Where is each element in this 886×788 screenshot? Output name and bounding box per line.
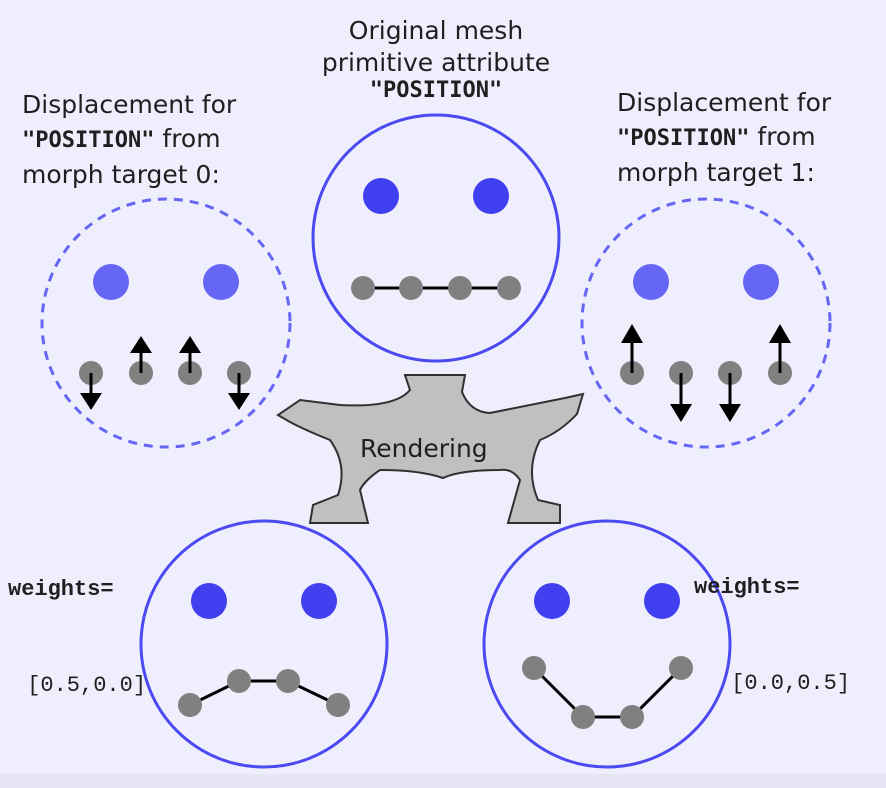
original-mesh-title-line2: primitive attribute <box>321 48 551 77</box>
morph-target-1-caption-line2: "POSITION" from <box>617 120 831 156</box>
weights-left-line2: [0.5,0.0] <box>14 673 147 698</box>
weights-right-line1: weights= <box>694 575 800 600</box>
weights-right-line2: [0.0,0.5] <box>718 671 851 696</box>
target0-right-eye <box>203 264 239 300</box>
result-left-mouth-line <box>189 679 339 707</box>
result-face-left <box>139 519 389 769</box>
target0-left-eye <box>93 264 129 300</box>
result-left-right-eye <box>301 583 337 619</box>
morph-target-1-caption-position: "POSITION" <box>617 126 750 151</box>
result-right-left-eye <box>534 583 570 619</box>
original-vertex <box>351 276 375 300</box>
morph-target-0-caption-line3: morph target 0: <box>22 160 220 189</box>
result-right-vertex <box>571 705 595 729</box>
result-left-vertex <box>276 669 300 693</box>
morph-target-0-caption-line1: Displacement for <box>22 90 237 119</box>
morph-target-0-face <box>40 197 292 449</box>
weights-left-line1: weights= <box>8 577 114 602</box>
result-left-left-eye <box>191 583 227 619</box>
original-mesh-title: Original mesh primitive attribute "POSIT… <box>316 14 556 106</box>
up-arrow-head-icon <box>130 336 152 353</box>
result-right-vertex <box>522 656 546 680</box>
result-right-face-outline <box>482 519 732 769</box>
result-left-vertex <box>227 669 251 693</box>
morph-target-1-caption-line3: morph target 1: <box>617 158 815 187</box>
morph-target-1-caption: Displacement for "POSITION" from morph t… <box>617 86 831 190</box>
original-vertex <box>448 276 472 300</box>
morph-target-1-caption-line1: Displacement for <box>617 88 832 117</box>
result-right-right-eye <box>644 583 680 619</box>
original-mesh-title-line3: "POSITION" <box>369 78 503 103</box>
down-arrow-head-icon <box>80 393 102 410</box>
original-vertex <box>399 276 423 300</box>
down-arrow-head-icon <box>670 404 692 422</box>
bottom-strip <box>0 774 886 788</box>
morph-target-0-caption-line2: "POSITION" from <box>22 122 236 158</box>
morph-target-1-face <box>580 197 832 449</box>
down-arrow-head-icon <box>228 393 250 410</box>
morph-target-0-caption: Displacement for "POSITION" from morph t… <box>22 88 236 192</box>
result-left-face-outline <box>139 519 389 769</box>
original-vertex <box>497 276 521 300</box>
result-left-vertex <box>178 693 202 717</box>
original-mesh-title-line1: Original mesh <box>348 16 524 45</box>
original-mesh-face <box>311 113 561 363</box>
result-right-vertex <box>669 656 693 680</box>
rendering-arrow-shape <box>276 374 585 524</box>
original-left-eye <box>363 178 399 214</box>
up-arrow-head-icon <box>621 324 643 343</box>
morph-target-1-caption-from: from <box>749 122 816 151</box>
result-right-vertex <box>620 705 644 729</box>
original-face-outline <box>311 113 561 363</box>
down-arrow-head-icon <box>719 404 741 422</box>
target1-left-eye <box>633 264 669 300</box>
morph-target-0-caption-from: from <box>154 124 221 153</box>
weights-left: weights= [0.5,0.0] <box>8 510 146 734</box>
weights-right: weights= [0.0,0.5] <box>694 508 850 732</box>
result-face-right <box>482 519 732 769</box>
morph-target-0-caption-position: "POSITION" <box>22 128 155 153</box>
target1-right-eye <box>743 264 779 300</box>
target0-face-outline <box>40 197 292 449</box>
original-right-eye <box>473 178 509 214</box>
target1-face-outline <box>580 197 832 449</box>
result-right-mouth-line <box>532 666 683 719</box>
up-arrow-head-icon <box>769 324 791 343</box>
up-arrow-head-icon <box>179 336 201 353</box>
result-left-vertex <box>326 693 350 717</box>
rendering-label: Rendering <box>360 434 488 463</box>
